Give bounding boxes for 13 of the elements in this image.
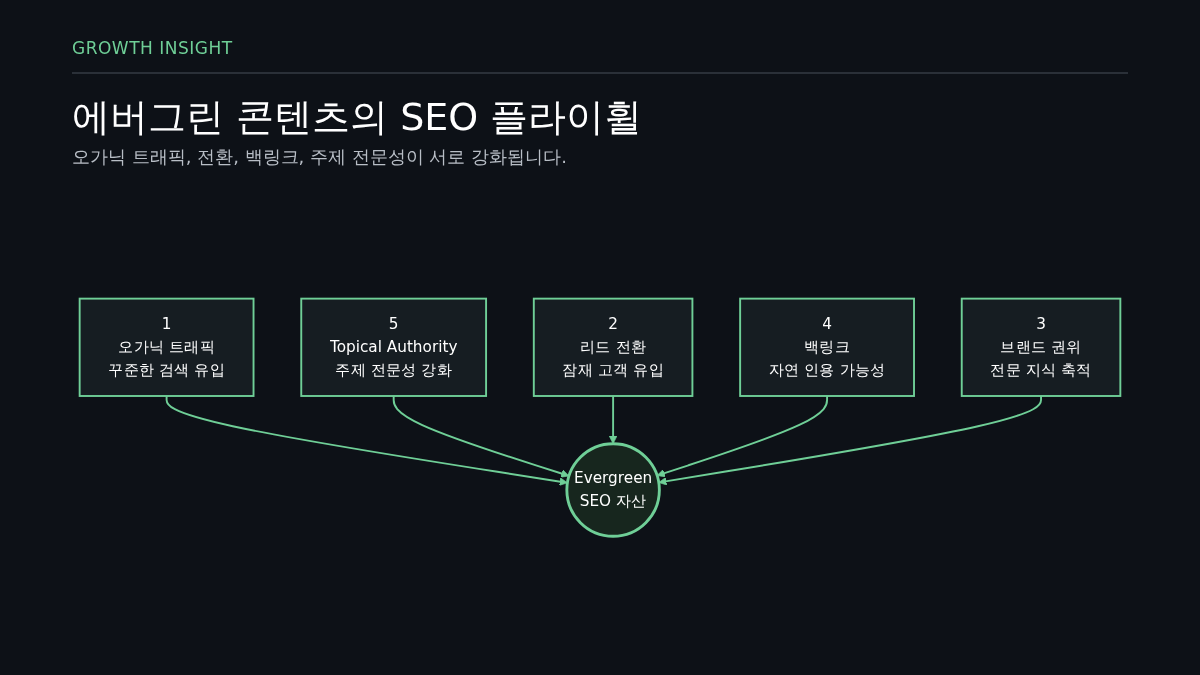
arrow [656, 395, 829, 478]
node-box: 2 리드 전환 잠재 고객 유입 [532, 297, 694, 397]
node-circle: Evergreen SEO 자산 [565, 442, 661, 538]
node-box: 3 브랜드 권위 전문 지식 축적 [960, 297, 1122, 397]
node-box: 5 Topical Authority 주제 전문성 강화 [300, 297, 488, 397]
arrow [392, 395, 570, 478]
arrow [165, 395, 568, 486]
header-label: GROWTH INSIGHT [72, 38, 233, 58]
subtitle: 오가닉 트래픽, 전환, 백링크, 주제 전문성이 서로 강화됩니다. [72, 145, 567, 169]
node-box: 1 오가닉 트래픽 꾸준한 검색 유입 [78, 297, 255, 397]
node-box: 4 백링크 자연 인용 가능성 [739, 297, 915, 397]
arrow [658, 395, 1042, 486]
title: 에버그린 콘텐츠의 SEO 플라이휠 [72, 94, 643, 141]
